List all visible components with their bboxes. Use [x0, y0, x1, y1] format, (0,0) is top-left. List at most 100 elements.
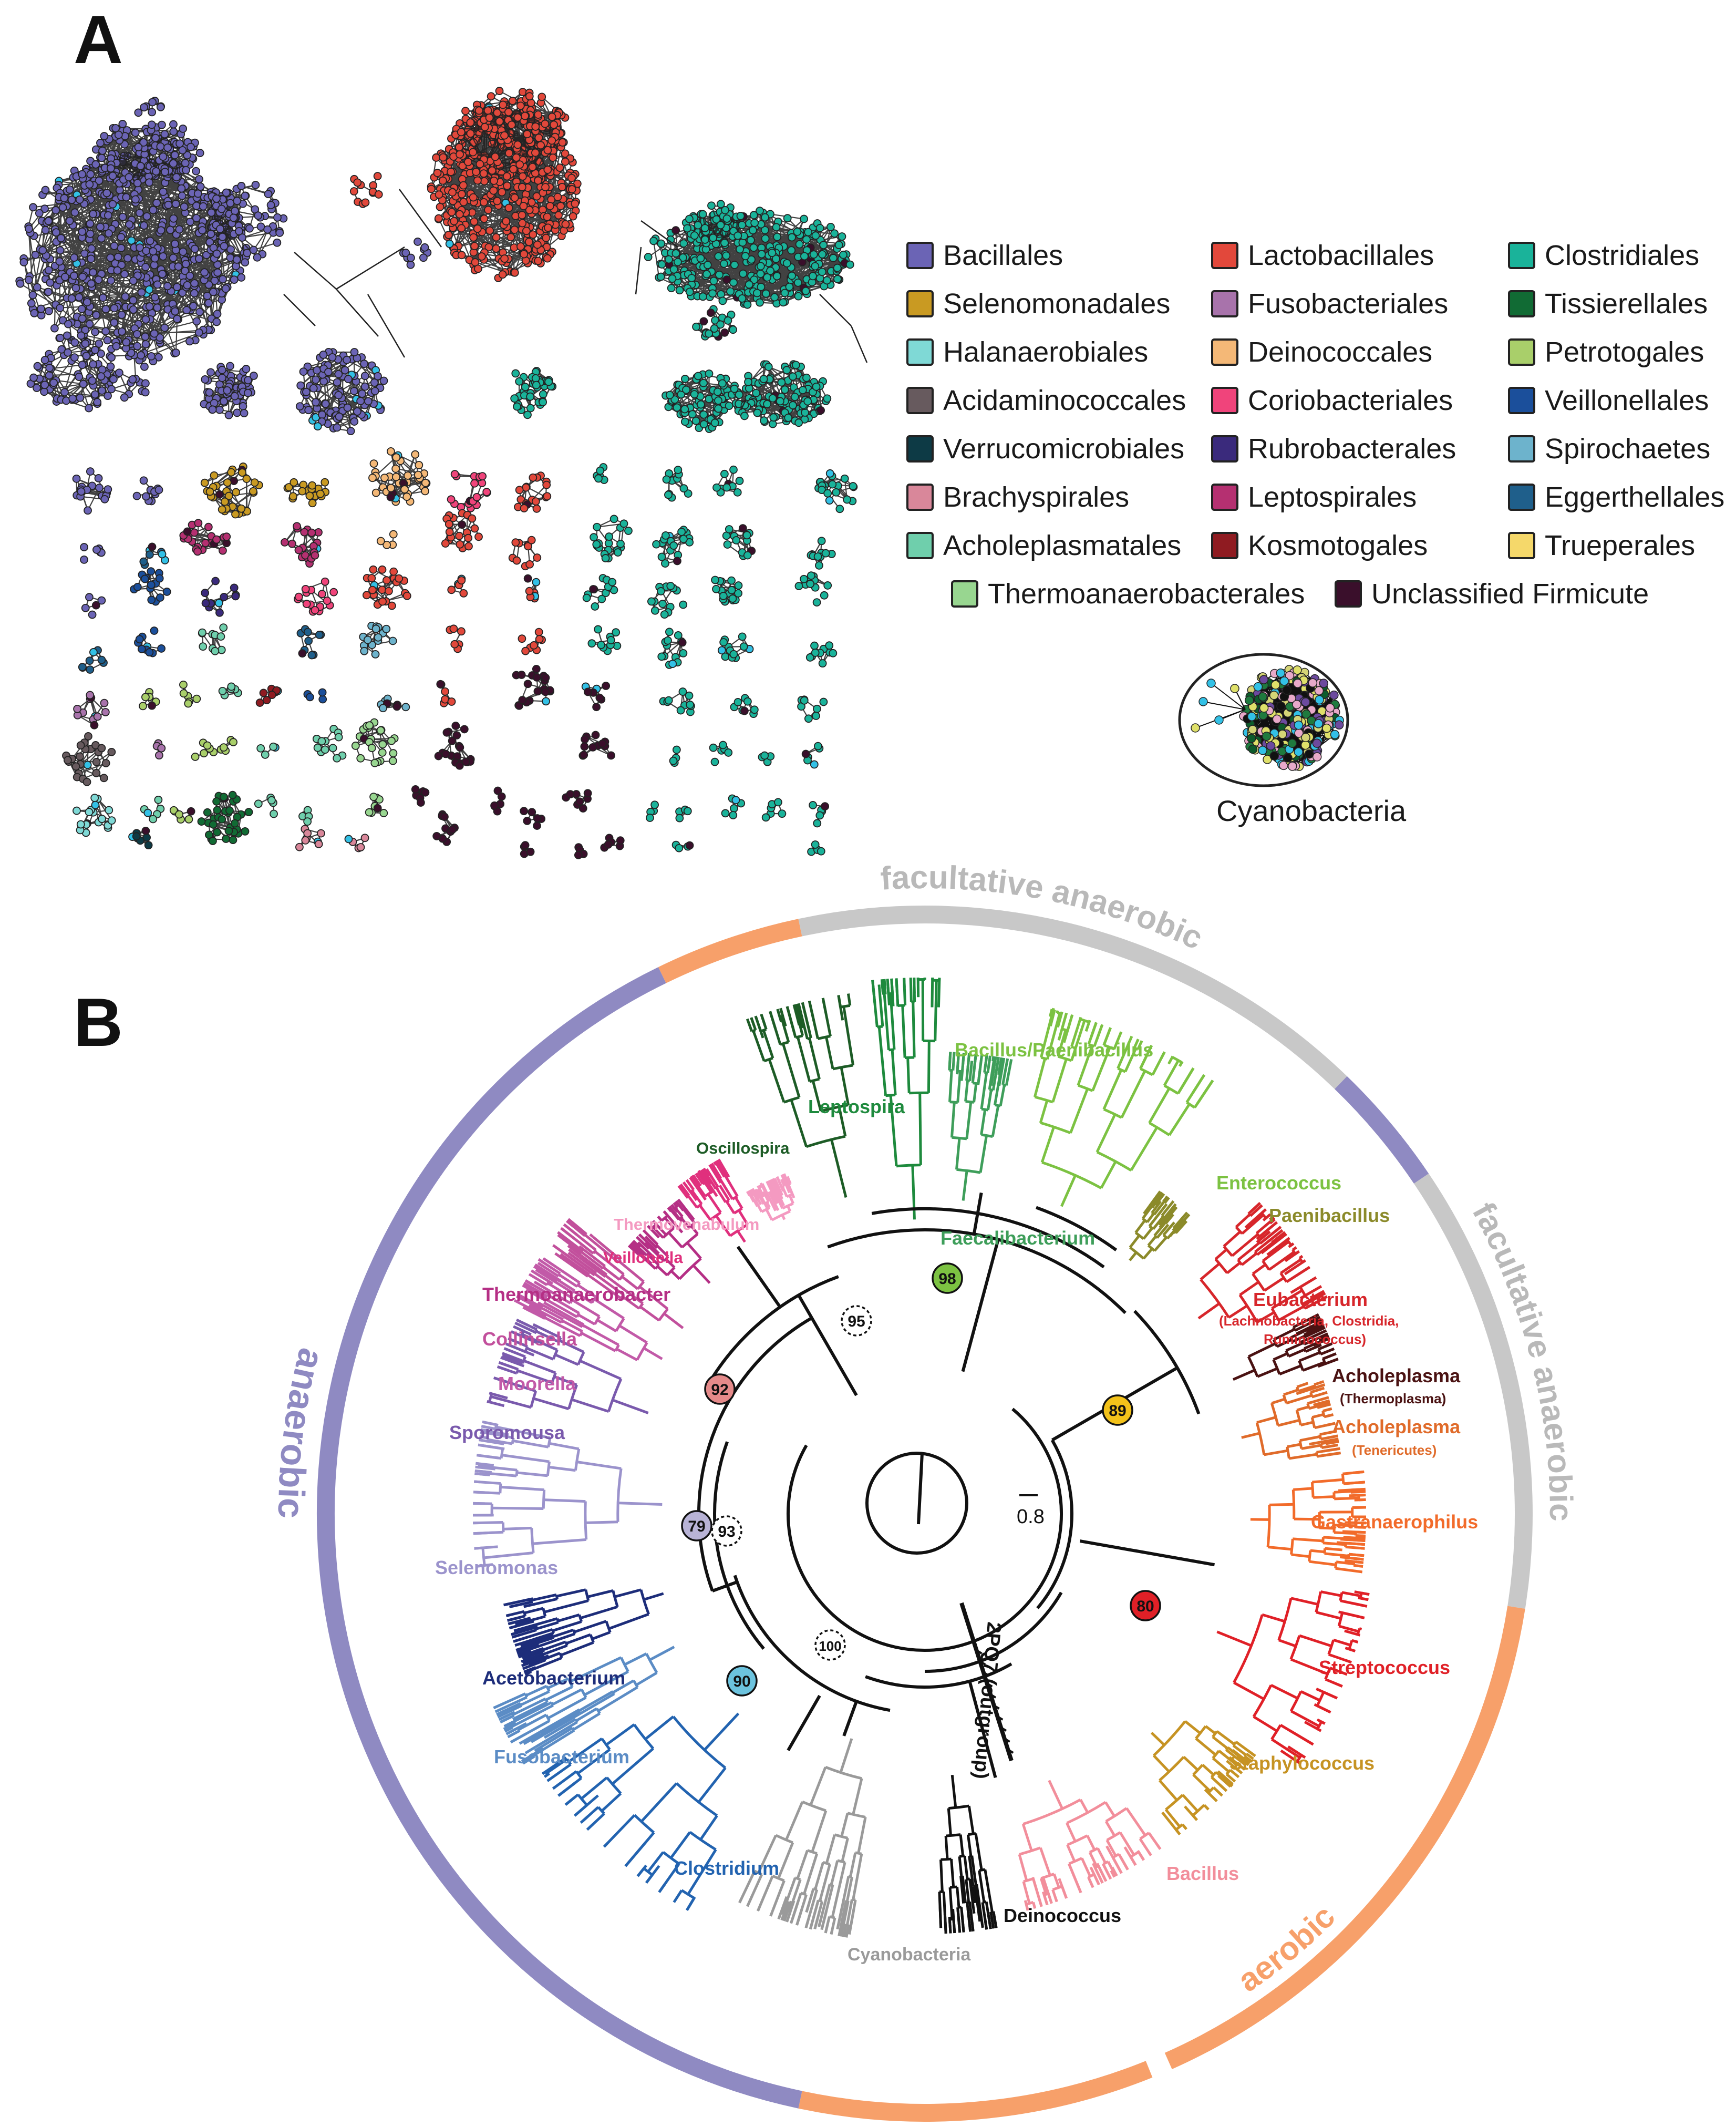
legend-item: Leptospirales	[1211, 481, 1417, 513]
network-cluster	[590, 515, 633, 563]
bootstrap-node: 79	[681, 1510, 712, 1542]
legend-label: Deinococcales	[1248, 336, 1433, 368]
clade-label-selenomonas: Selenomonas	[435, 1557, 558, 1578]
network-cluster	[134, 626, 166, 657]
network-cluster	[198, 181, 288, 267]
network-cluster	[807, 840, 825, 856]
clade-subtree	[1018, 1780, 1162, 1911]
clade-label-faecalibacterium: Faecalibacterium	[941, 1227, 1095, 1249]
network-cluster	[447, 574, 468, 598]
clade-label-veillonella: Veillonella	[603, 1248, 683, 1267]
network-cluster	[130, 567, 171, 606]
network-cluster	[722, 524, 756, 560]
network-cluster	[574, 843, 588, 859]
network-cluster	[191, 738, 218, 761]
network-cluster	[712, 465, 744, 497]
network-cluster	[581, 682, 611, 712]
clade-subtree	[738, 1738, 867, 1938]
legend-item: Acidaminococcales	[906, 384, 1186, 417]
network-cluster	[303, 688, 327, 704]
network-cluster	[683, 200, 747, 249]
legend-label: Spirochaetes	[1545, 433, 1711, 465]
network-cluster	[201, 577, 240, 617]
legend-swatch	[1211, 387, 1238, 414]
network-cluster	[179, 519, 231, 556]
clade-subtree	[1232, 1313, 1339, 1381]
network-cluster	[721, 794, 746, 819]
legend-swatch	[1335, 580, 1362, 608]
network-edge	[398, 189, 442, 248]
clade-label-staphylococcus: Staphylococcus	[1229, 1752, 1375, 1774]
clade-subtree	[503, 1588, 664, 1676]
ring-segment	[658, 919, 802, 983]
ring-segment	[798, 2061, 1153, 2122]
network-cluster	[362, 565, 411, 610]
network-cluster	[646, 800, 659, 822]
clade-label-eubacterium-sub1: (Lachnobacteria, Clostridia,	[1219, 1313, 1399, 1329]
network-cluster	[657, 628, 688, 669]
clade-subtree	[472, 1420, 663, 1568]
legend-label: Trueperales	[1545, 530, 1696, 561]
bootstrap-value: 90	[733, 1673, 750, 1690]
legend-item: Rubrobacterales	[1211, 433, 1456, 465]
network-cluster	[312, 725, 347, 763]
network-cluster	[411, 785, 430, 807]
legend-swatch	[951, 580, 978, 608]
network-cluster	[97, 338, 158, 402]
legend-label: Brachyspirales	[943, 481, 1130, 513]
clade-subtree	[1216, 1590, 1370, 1765]
network-edge	[740, 399, 747, 410]
legend-swatch	[1508, 435, 1535, 463]
clade-subtree	[552, 1218, 684, 1329]
network-cluster	[659, 687, 695, 716]
legend-swatch	[1211, 242, 1238, 269]
network-cluster	[298, 806, 313, 826]
network-cluster	[179, 680, 201, 708]
clade-subtree	[1241, 1380, 1341, 1460]
network-cluster	[662, 466, 693, 502]
bootstrap-value: 93	[718, 1523, 735, 1540]
clade-label-eubacterium-sub2: Ruminococcus)	[1264, 1331, 1366, 1347]
bootstrap-value: 100	[819, 1638, 841, 1654]
legend-item: Verrucomicrobiales	[906, 433, 1184, 465]
ring-label-aerobic-bottom: aerobic	[857, 2123, 974, 2127]
network-cluster	[512, 664, 554, 710]
legend-item: Fusobacteriales	[1211, 287, 1448, 320]
network-cluster	[198, 623, 228, 655]
clade-label-bacillus-paenibacillus: Bacillus/Paenibacillus	[955, 1039, 1153, 1061]
network-edge	[640, 220, 678, 248]
clade-subtree	[493, 1646, 675, 1765]
network-edge	[294, 252, 337, 290]
legend-swatch	[1508, 532, 1535, 559]
clade-label-thermoplasma: (Thermoplasma)	[1340, 1391, 1446, 1406]
network-cluster	[441, 509, 483, 552]
network-cluster	[296, 625, 325, 660]
clade-label-bacillus: Bacillus	[1166, 1863, 1239, 1884]
legend-swatch	[1508, 338, 1535, 366]
network-cluster	[717, 632, 754, 662]
legend-label: Verrucomicrobiales	[943, 433, 1185, 465]
legend-swatch	[1211, 435, 1238, 463]
bootstrap-value: 95	[848, 1313, 865, 1330]
network-cluster	[365, 793, 388, 817]
network-cluster	[520, 841, 535, 858]
legend-item: Coriobacteriales	[1211, 384, 1453, 417]
clade-label-oscillospira: Oscillospira	[696, 1139, 790, 1157]
network-cluster	[711, 576, 743, 606]
legend-swatch	[1211, 338, 1238, 366]
network-cluster	[81, 593, 106, 619]
network-cluster	[283, 478, 330, 508]
clade-label-acholeplasma-tenericutes: Acholeplasma	[1332, 1416, 1461, 1437]
network-cluster	[139, 688, 160, 711]
legend-item: Clostridiales	[1508, 239, 1699, 272]
network-cluster	[669, 745, 681, 767]
legend-label: Coriobacteriales	[1248, 385, 1453, 416]
clade-label-fusobacterium: Fusobacterium	[494, 1746, 629, 1768]
network-cluster	[26, 331, 121, 413]
bootstrap-node: 80	[1130, 1590, 1161, 1621]
network-cluster	[377, 694, 410, 713]
network-cluster	[349, 172, 383, 208]
legend-swatch	[1508, 242, 1535, 269]
clade-subtree	[746, 1173, 795, 1221]
